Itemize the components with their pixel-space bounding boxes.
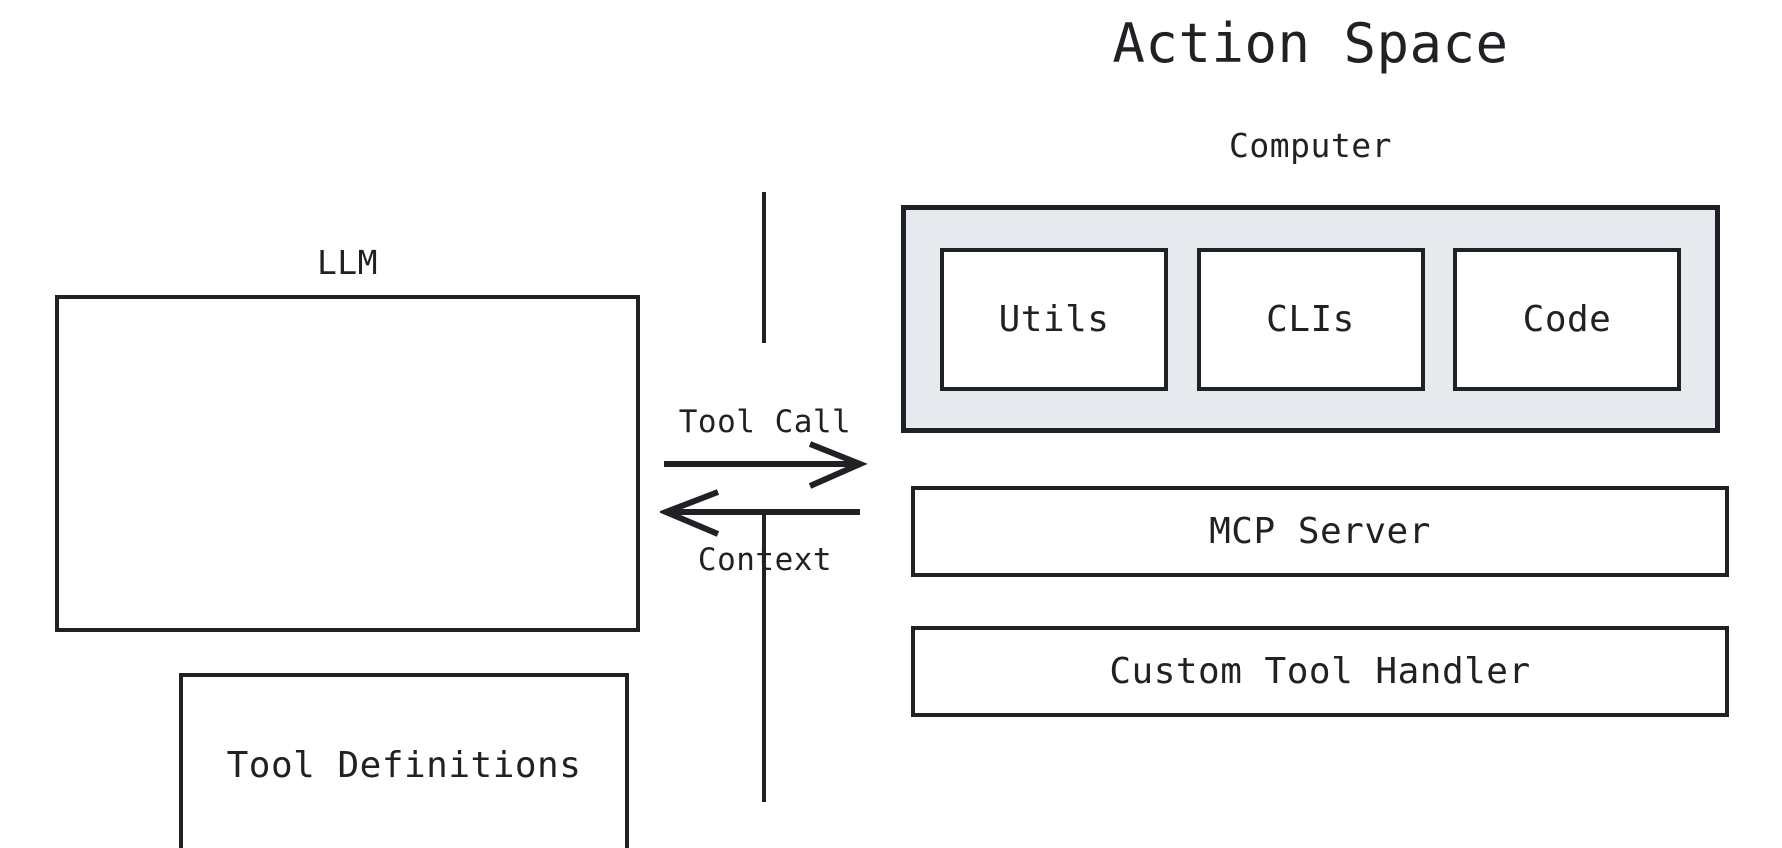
tool-card-utils: Utils [940,247,1168,391]
computer-container: Utils CLIs Code [901,205,1720,433]
page-title: Action Space [1112,12,1509,75]
connector-arrows [657,440,870,540]
mcp-server-label: MCP Server [1209,511,1431,552]
custom-tool-handler-label: Custom Tool Handler [1109,651,1531,692]
diagram-title-container: Action Space [901,12,1720,75]
vertical-divider-line-bottom [762,512,766,802]
llm-caption: LLM [316,243,379,282]
tool-card-label: Utils [998,298,1110,340]
vertical-divider-line-top [762,192,766,343]
computer-caption: Computer [1229,126,1392,165]
mcp-server-box: MCP Server [911,486,1729,577]
tool-definitions-label: Tool Definitions [226,745,582,786]
tool-card-label: CLIs [1266,298,1355,340]
tool-definitions-box: Tool Definitions [179,673,629,848]
tool-card-code: Code [1453,247,1681,391]
arrow-right-icon [664,441,868,489]
context-label: Context [697,542,833,578]
arrow-left-icon [657,489,860,537]
llm-box: Tool Definitions [55,295,640,848]
tool-card-clis: CLIs [1196,247,1425,391]
custom-tool-handler-box: Custom Tool Handler [911,626,1729,717]
tool-call-label: Tool Call [678,404,852,440]
tool-card-label: Code [1522,298,1612,340]
